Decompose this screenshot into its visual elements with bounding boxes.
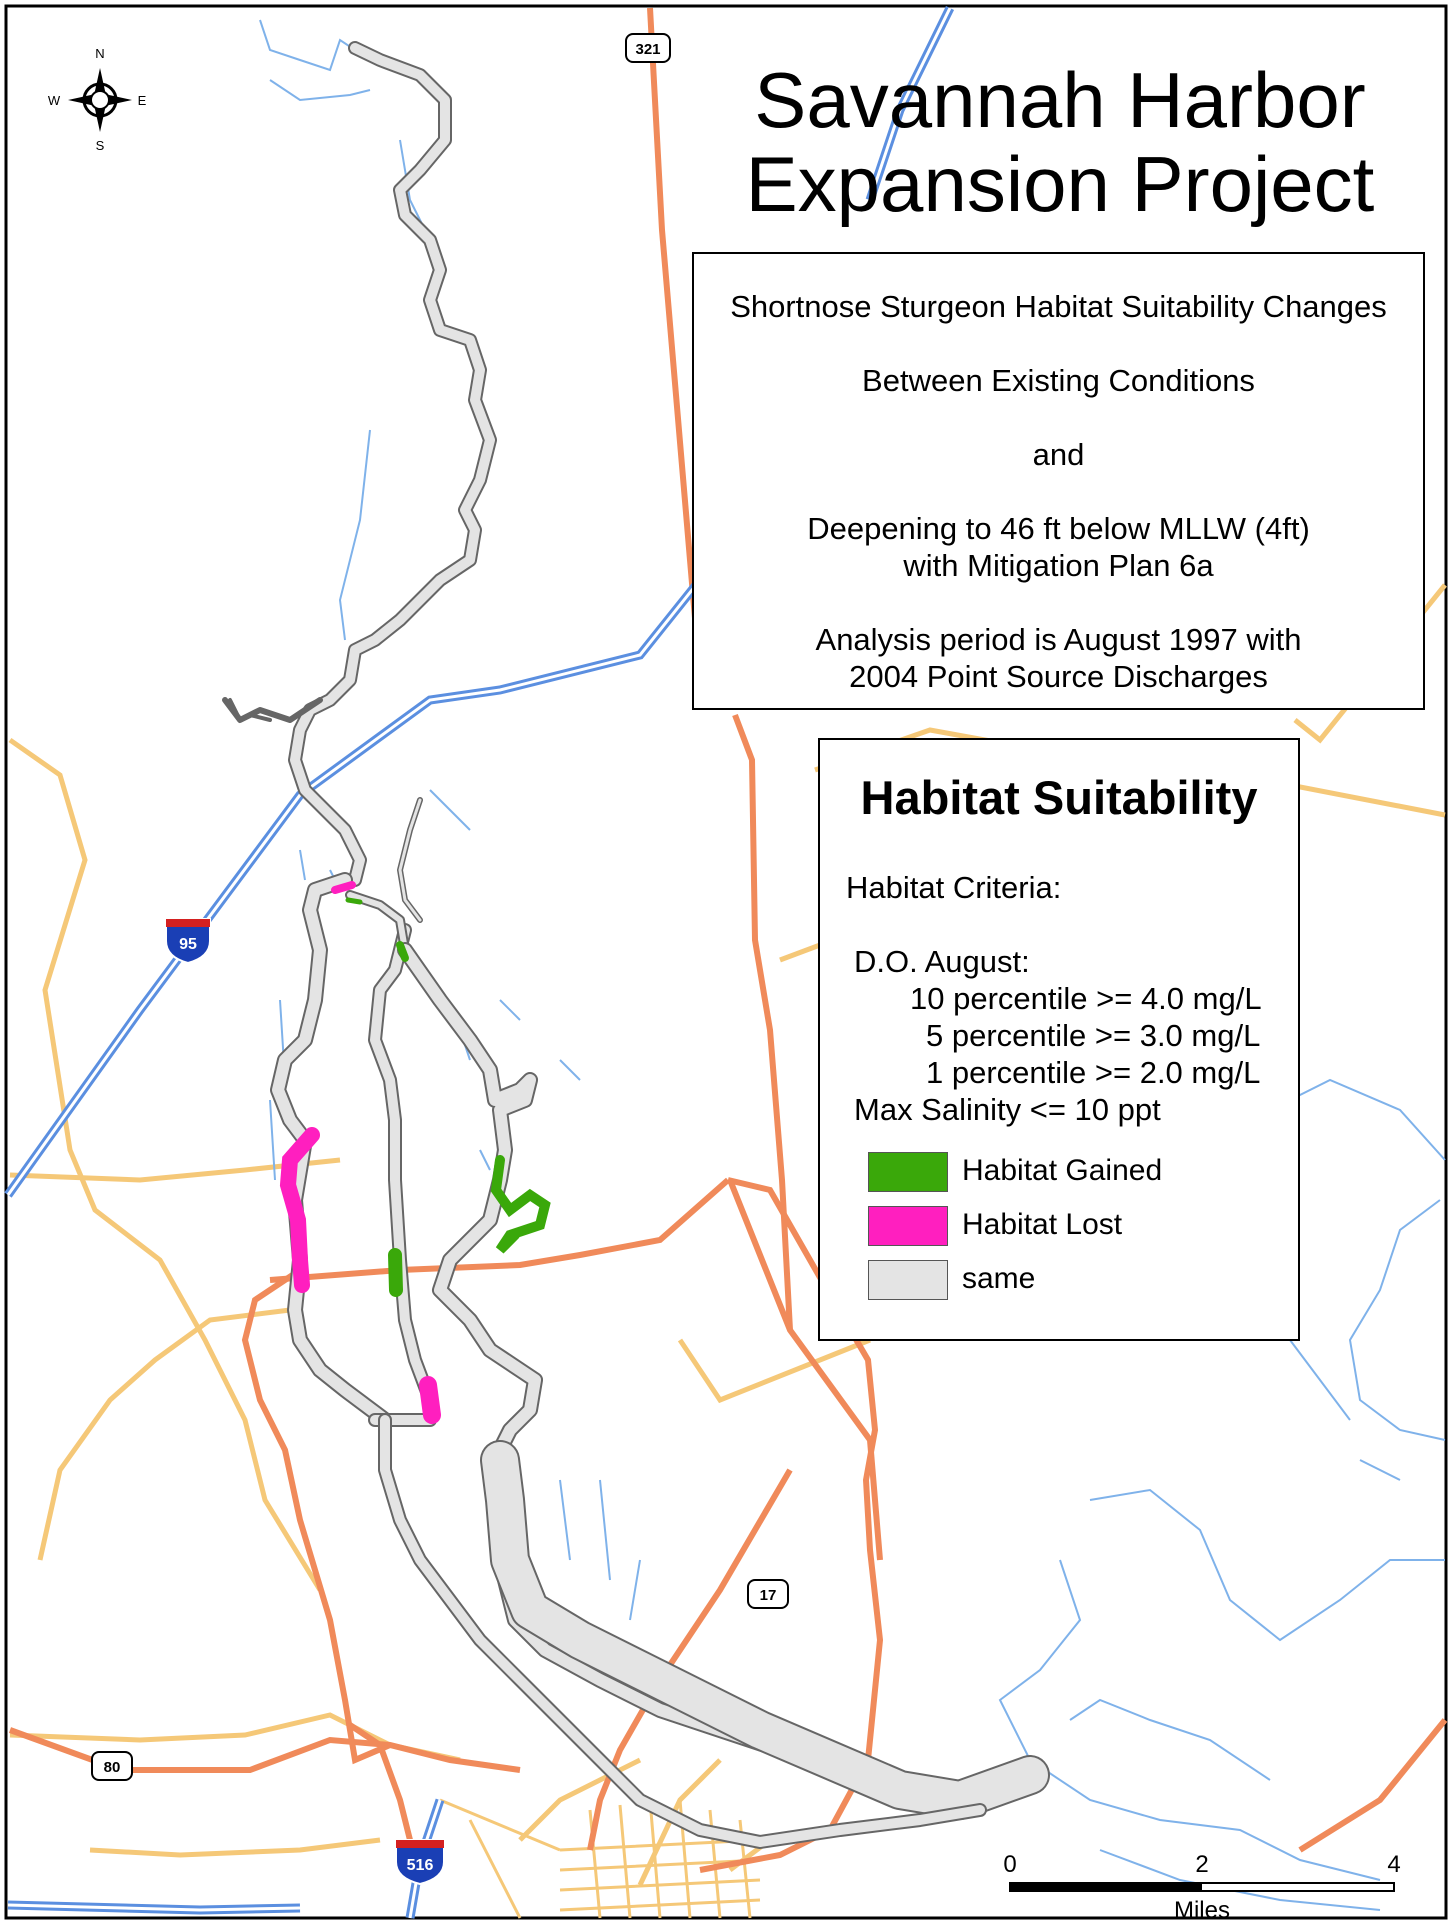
legend-criteria-label: Habitat Criteria: <box>846 870 1062 905</box>
scale-bar: 0 2 4 Miles <box>1003 1851 1400 1921</box>
us321-label: 321 <box>635 41 660 58</box>
i516-label: 516 <box>407 1857 434 1874</box>
info-line1: Shortnose Sturgeon Habitat Suitability C… <box>730 289 1387 324</box>
i95-shield-icon: 95 <box>165 918 211 965</box>
compass-w: W <box>48 93 61 108</box>
legend-do-5: 5 percentile >= 3.0 mg/L <box>926 1018 1261 1053</box>
map-title-line1: Savannah Harbor <box>754 56 1366 144</box>
compass-e: E <box>138 93 147 108</box>
legend-salinity: Max Salinity <= 10 ppt <box>854 1092 1161 1127</box>
river-channels <box>222 41 1050 1849</box>
info-line5a: Analysis period is August 1997 with <box>815 622 1302 657</box>
us17-shield-icon: 17 <box>747 1579 789 1609</box>
legend-label-lost: Habitat Lost <box>962 1208 1123 1241</box>
scale-unit: Miles <box>1174 1897 1230 1921</box>
legend-label-same: same <box>962 1262 1036 1295</box>
legend-do-10: 10 percentile >= 4.0 mg/L <box>910 981 1262 1016</box>
us17-label: 17 <box>760 1587 777 1604</box>
interstates <box>4 6 955 1919</box>
legend-do-label: D.O. August: <box>854 944 1030 979</box>
compass-s: S <box>96 138 105 153</box>
map-frame <box>4 4 1448 1920</box>
i516-shield-icon: 516 <box>395 1839 445 1886</box>
legend-do-criteria: D.O. August: 10 percentile >= 4.0 mg/L 5… <box>854 943 1262 1128</box>
legend-box: Habitat Suitability Habitat Criteria: D.… <box>818 738 1300 1341</box>
scale-tick-2: 2 <box>1195 1851 1208 1878</box>
legend-do-1: 1 percentile >= 2.0 mg/L <box>926 1055 1261 1090</box>
info-line2: Between Existing Conditions <box>862 363 1255 398</box>
map-title: Savannah Harbor Expansion Project <box>700 58 1420 226</box>
info-line4a: Deepening to 46 ft below MLLW (4ft) <box>807 511 1310 546</box>
info-line3: and <box>1032 437 1085 472</box>
habitat-lost-segments <box>279 881 441 1424</box>
scale-tick-0: 0 <box>1003 1851 1016 1878</box>
legend-swatch-gained <box>868 1152 948 1192</box>
legend-swatch-lost <box>868 1206 948 1246</box>
legend-swatch-same <box>868 1260 948 1300</box>
us80-shield-icon: 80 <box>91 1751 133 1781</box>
info-line5b: 2004 Point Source Discharges <box>849 659 1268 694</box>
compass-icon: N S W E <box>48 46 147 153</box>
us321-shield-icon: 321 <box>625 33 671 63</box>
habitat-gained-segments <box>345 897 551 1297</box>
legend-heading: Habitat Suitability <box>860 771 1258 824</box>
us80-label: 80 <box>104 1759 121 1776</box>
map-title-line2: Expansion Project <box>745 140 1375 228</box>
info-box: Shortnose Sturgeon Habitat Suitability C… <box>692 252 1425 710</box>
scale-tick-4: 4 <box>1387 1851 1400 1878</box>
compass-n: N <box>95 46 104 61</box>
legend-label-gained: Habitat Gained <box>962 1154 1163 1187</box>
i95-label: 95 <box>179 936 197 953</box>
info-line4b: with Mitigation Plan 6a <box>903 548 1214 583</box>
city-streets <box>439 1798 761 1919</box>
